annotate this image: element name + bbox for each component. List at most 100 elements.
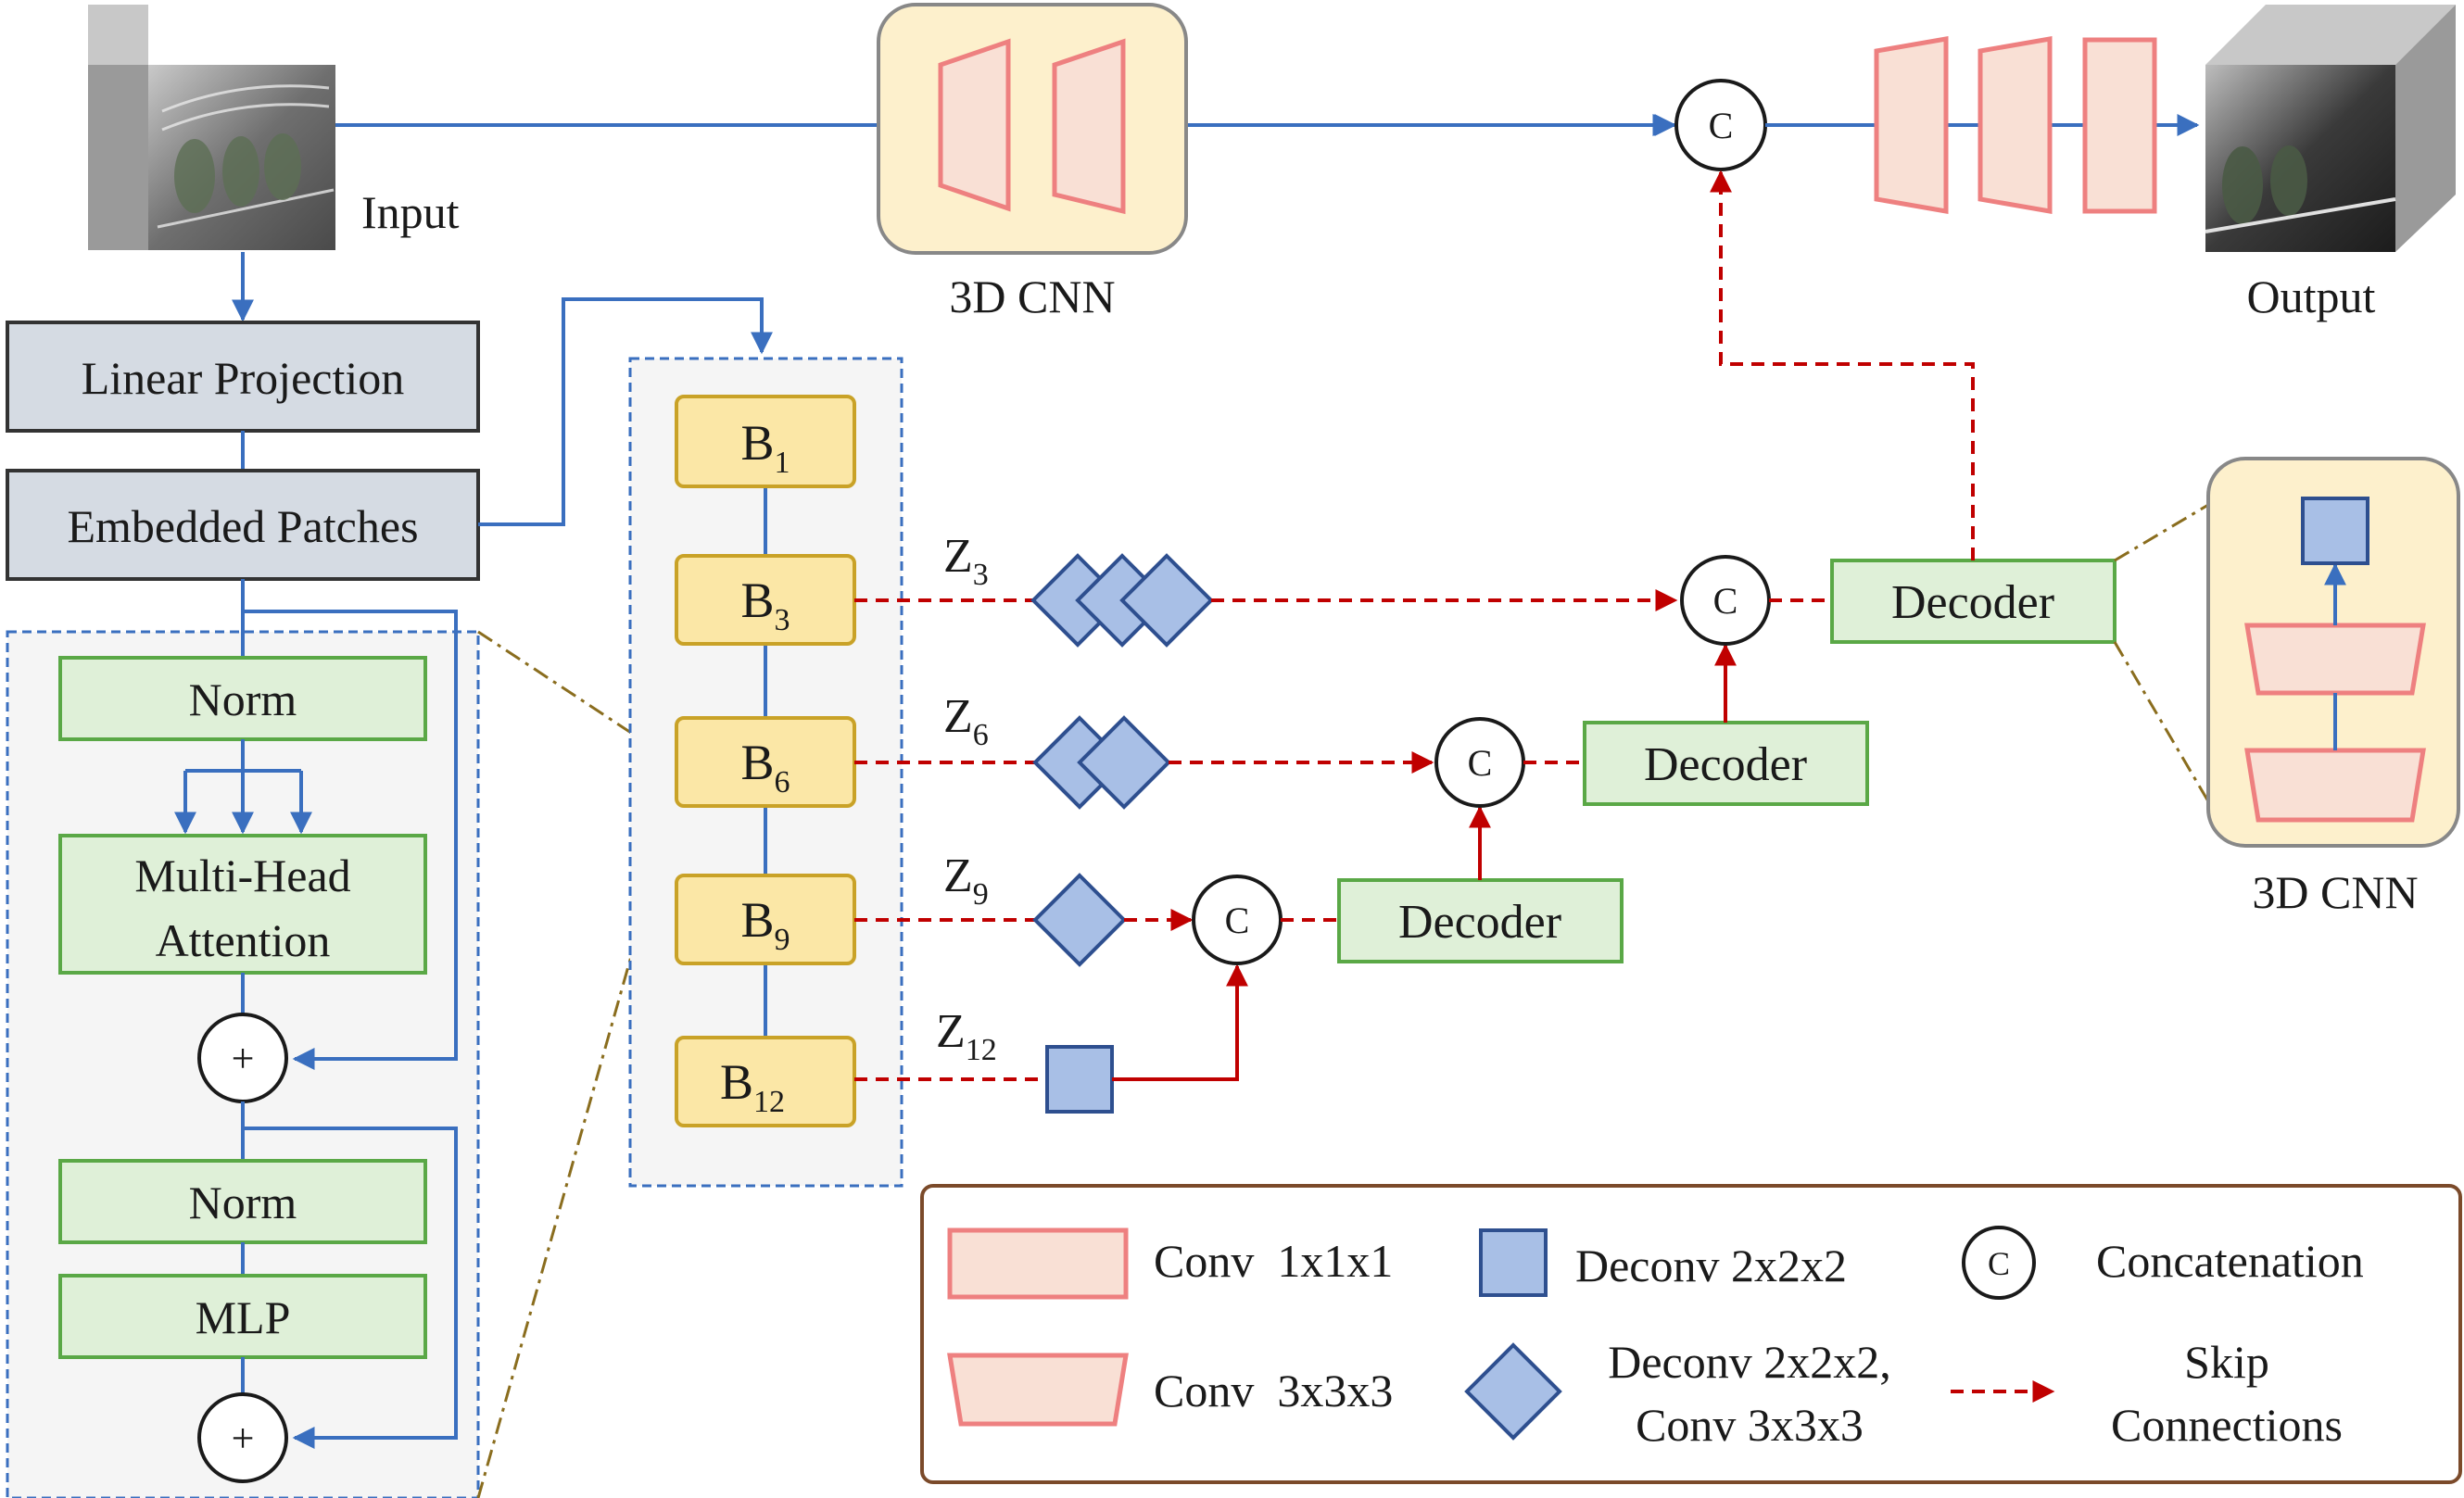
- legend-skip-label-2: Connections: [2111, 1399, 2343, 1451]
- cnn-right-module: [2206, 457, 2460, 848]
- legend-conv1-label: Conv 1x1x1: [1154, 1235, 1393, 1287]
- block-b9: B9: [675, 874, 856, 965]
- cnn-top-module: [877, 3, 1188, 255]
- block-b6-sub: 6: [775, 765, 790, 799]
- output-volume: [2205, 5, 2456, 252]
- concat-2-symbol: C: [1468, 742, 1493, 784]
- mha-label-line1: Multi-Head: [134, 850, 350, 901]
- block-b6-base: B: [740, 735, 774, 790]
- input-volume: [88, 5, 335, 250]
- embedded-patches-box: [6, 469, 480, 581]
- block-b12-sub: 12: [753, 1085, 785, 1119]
- residual-add-2-symbol: +: [232, 1416, 255, 1461]
- block-b1-base: B: [740, 415, 774, 471]
- input-cube-top: [88, 5, 148, 65]
- residual-add-2: [197, 1392, 288, 1483]
- concat-3-symbol: C: [1713, 580, 1738, 622]
- cnn-top-conv3-a: [938, 38, 1011, 212]
- svg-text:B9: B9: [740, 892, 790, 957]
- svg-text:B12: B12: [720, 1054, 785, 1119]
- mlp-label: MLP: [196, 1291, 291, 1343]
- mlp-box: [58, 1274, 427, 1359]
- zoom-line-right-lower: [2113, 641, 2210, 802]
- input-label: Input: [361, 186, 460, 238]
- output-cube-top: [2205, 5, 2456, 65]
- legend-concat-label: Concatenation: [2096, 1235, 2364, 1287]
- cnn-right-label: 3D CNN: [2252, 866, 2418, 918]
- concat-top-symbol: C: [1709, 105, 1734, 146]
- zoom-line-upper: [477, 630, 676, 763]
- output-label: Output: [2247, 271, 2376, 322]
- decoder-1-label: Decoder: [1398, 896, 1561, 949]
- deconv-stack-z3: [1030, 553, 1214, 648]
- block-b3-sub: 3: [775, 603, 790, 637]
- cnn-right-conv3-lower: [2244, 748, 2426, 823]
- block-b6: B6: [675, 716, 856, 808]
- skip-z3-sub: 3: [973, 558, 989, 592]
- cnn-top-conv3-b: [1052, 38, 1126, 215]
- svg-text:B6: B6: [740, 735, 790, 799]
- deconv-z12: [1045, 1045, 1114, 1114]
- legend-conv3-label: Conv 3x3x3: [1154, 1365, 1393, 1416]
- legend-conv1-swatch: [947, 1227, 1129, 1300]
- norm2-box: [58, 1159, 427, 1244]
- legend: Conv 1x1x1 Conv 3x3x3 Deconv 2x2x2 Decon…: [920, 1184, 2462, 1484]
- skip-z3-base: Z: [943, 530, 973, 583]
- deconv-stack-z6: [1032, 715, 1171, 810]
- skip-z9-sub: 9: [973, 877, 989, 912]
- residual-2-arrow: [243, 1127, 458, 1449]
- linear-projection-label: Linear Projection: [82, 352, 405, 404]
- legend-frame: [920, 1184, 2462, 1484]
- deconv-z9: [1032, 873, 1127, 967]
- cnn-right-conv3-upper: [2244, 623, 2426, 696]
- norm1-box: [58, 656, 427, 741]
- residual-add-1-symbol: +: [232, 1036, 255, 1081]
- svg-text:Z9: Z9: [943, 850, 989, 912]
- linear-projection-box: [6, 321, 480, 433]
- legend-concat-swatch: [1962, 1226, 2036, 1300]
- legend-deconv-conv-swatch: [1464, 1342, 1562, 1441]
- svg-text:B3: B3: [740, 573, 790, 637]
- svg-text:Z3: Z3: [943, 530, 989, 592]
- block-b1: B1: [675, 395, 856, 488]
- skip-z6-sub: 6: [973, 718, 989, 752]
- svg-text:Z12: Z12: [936, 1005, 997, 1067]
- output-conv3-a: [1874, 36, 1949, 214]
- decoder-1: [1337, 878, 1624, 963]
- decoder-3: [1830, 559, 2117, 644]
- mha-label-line2: Attention: [156, 914, 331, 966]
- decoder3-to-top-concat-arrow: [1710, 170, 1975, 560]
- patches-to-blocks-arrow: [478, 297, 773, 526]
- block-b9-sub: 9: [775, 923, 790, 957]
- residual-1-arrow: [243, 610, 458, 1070]
- skip-z12-sub: 12: [966, 1033, 997, 1067]
- legend-conv3-swatch: [947, 1353, 1129, 1427]
- input-cube-side: [88, 5, 148, 250]
- block-b12: B12: [675, 1036, 856, 1127]
- cnn-right-deconv: [2301, 497, 2369, 565]
- z12-to-concat-arrow: [1112, 963, 1248, 1081]
- block-b1-sub: 1: [775, 446, 790, 480]
- zoom-line-right-upper: [2114, 503, 2209, 562]
- legend-skip-label-1: Skip: [2184, 1336, 2269, 1388]
- output-conv3-b: [1978, 36, 2053, 214]
- block-b3: B3: [675, 554, 856, 646]
- legend-deconv-conv-label-2: Conv 3x3x3: [1636, 1399, 1864, 1451]
- skip-z6-base: Z: [943, 690, 973, 743]
- svg-text:B1: B1: [740, 415, 790, 480]
- decoder-2-label: Decoder: [1644, 738, 1807, 791]
- concat-top: C: [1674, 79, 1767, 171]
- skip-z9-base: Z: [943, 850, 973, 902]
- output-conv1: [2082, 37, 2157, 214]
- decoder-3-label: Decoder: [1891, 576, 2054, 629]
- legend-deconv-swatch: [1479, 1228, 1548, 1297]
- mha-box: [58, 834, 427, 975]
- output-cube-side: [2395, 5, 2456, 252]
- cnn-top-label: 3D CNN: [949, 271, 1115, 322]
- embedded-patches-label: Embedded Patches: [67, 500, 418, 552]
- legend-deconv-conv-label-1: Deconv 2x2x2,: [1608, 1336, 1891, 1388]
- block-b12-base: B: [720, 1054, 753, 1110]
- block-b3-base: B: [740, 573, 774, 628]
